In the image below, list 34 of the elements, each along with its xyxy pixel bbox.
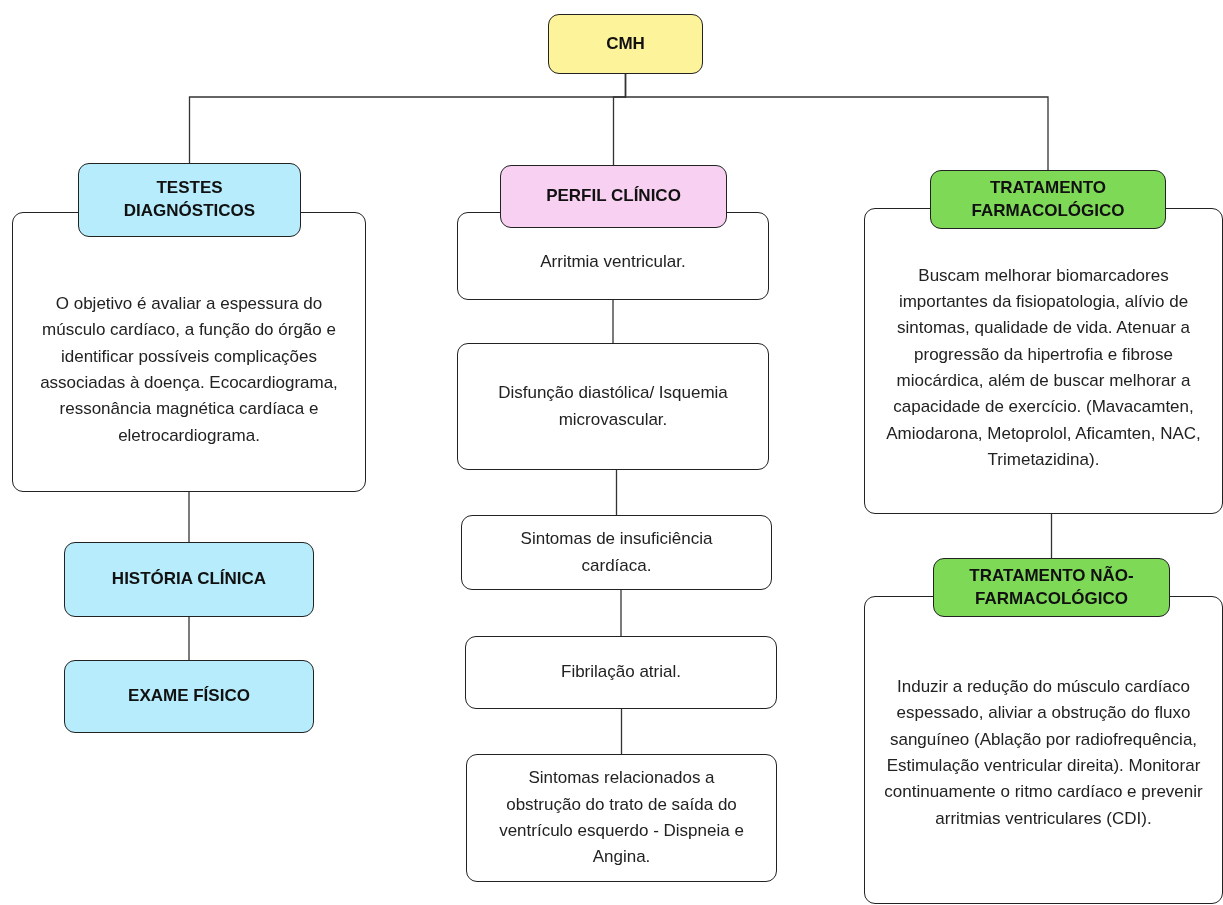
connector-line <box>620 708 623 755</box>
connector-line <box>615 469 618 516</box>
heading-text: TRATAMENTO FARMACOLÓGICO <box>970 176 1126 222</box>
box-text: Fibrilação atrial. <box>561 661 681 684</box>
box-text: Arritmia ventricular. <box>540 250 686 273</box>
heading-box <box>64 542 314 617</box>
heading-text: EXAME FÍSICO <box>128 685 250 708</box>
heading-text: TRATAMENTO NÃO-FARMACOLÓGICO <box>968 564 1135 610</box>
heading-box <box>933 558 1170 617</box>
heading-box <box>548 14 703 74</box>
box-text: Sintomas relacionados a obstrução do trato de saída do ventrículo esquerdo - Dispneia e Angina. <box>498 767 745 869</box>
heading-box <box>930 170 1166 229</box>
box-text: O objetivo é avaliar a espessura do músculo cardíaco, a função do órgão e identificar possíveis complicações associadas à doença. Ecocardiograma, ressonância magnética cardíaca e eletrocardiograma. <box>39 292 339 447</box>
text-box <box>466 754 777 882</box>
connector-line <box>188 616 190 661</box>
box-text: Buscam melhorar biomarcadores importantes da fisiopatologia, alívio de sintomas, qualidade de vida. Atenuar a progressão da hipertrofia e fibrose miocárdica, além de buscar melhorar a capacidade de exercício. (Mavacamten, Amiodarona, Metoprolol, Aficamten, NAC, Trimetazidina). <box>885 264 1202 472</box>
text-box <box>461 515 772 590</box>
heading-box <box>500 165 727 228</box>
connector-line <box>1050 513 1053 559</box>
text-box <box>457 343 769 470</box>
box-text: Sintomas de insuficiência cardíaca. <box>519 528 714 577</box>
connector-line <box>620 589 622 637</box>
heading-text: HISTÓRIA CLÍNICA <box>111 568 267 591</box>
connector-line <box>188 491 190 543</box>
connector-line <box>624 73 1049 171</box>
box-text: Induzir a redução do músculo cardíaco espessado, aliviar a obstrução do fluxo sanguíneo (Ablação por radiofrequência, Estimulação ventricular direita). Monitorar continuamente o ritmo cardíaco e prevenir arritmias ventriculares (CDI). <box>883 675 1204 830</box>
text-box <box>465 636 777 709</box>
heading-box <box>64 660 314 733</box>
heading-box <box>78 163 301 237</box>
heading-text: CMH <box>606 32 645 55</box>
connector-line <box>612 299 614 344</box>
heading-text: PERFIL CLÍNICO <box>546 185 681 208</box>
heading-text: TESTES DIAGNÓSTICOS <box>122 177 257 222</box>
box-text: Disfunção diastólica/ Isquemia microvascular. <box>497 382 729 431</box>
